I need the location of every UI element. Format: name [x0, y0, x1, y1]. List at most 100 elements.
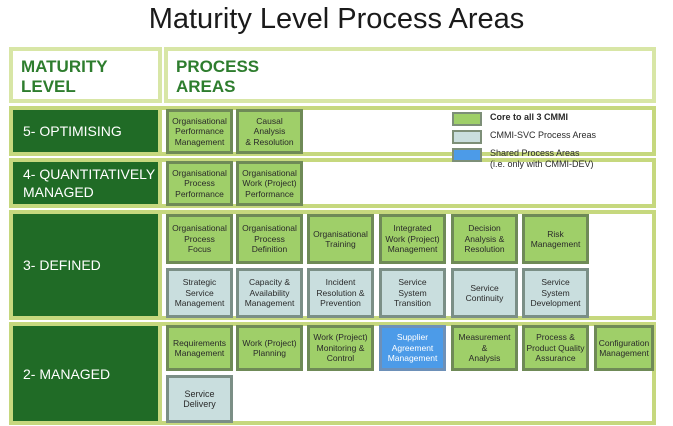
maturity-header-line1: MATURITY [21, 57, 108, 76]
area-label-line: Monitoring & [316, 342, 365, 353]
process-header-line1: PROCESS [176, 57, 260, 76]
level-managed-label: 2- MANAGED [23, 365, 111, 382]
area-label-line: Organisational [172, 223, 227, 234]
legend-shared-swatch [452, 148, 482, 162]
area-label-line: Management [530, 239, 581, 249]
level-defined: 3- DEFINED [9, 210, 162, 320]
area-label-line: Organisational [242, 167, 297, 178]
area-measurement-analysis: Measurement &Analysis [451, 325, 518, 371]
area-label-line: Organisational [172, 115, 227, 126]
area-label-line: Prevention [320, 298, 361, 309]
area-label-line: Incident [325, 277, 356, 288]
area-label-line: Service [541, 277, 570, 288]
area-label-line: Measurement & [458, 332, 511, 353]
area-label-line: Delivery [183, 399, 216, 409]
area-label-line: Work (Project) [242, 178, 297, 189]
area-label-line: Process [184, 178, 215, 189]
page-title: Maturity Level Process Areas [148, 3, 525, 35]
area-label-line: Supplier [396, 332, 429, 343]
area-label-line: Management [244, 298, 295, 309]
area-label-line: Transition [393, 298, 431, 309]
area-label-line: Decision [468, 223, 501, 234]
area-label-line: Management [599, 348, 649, 358]
area-label-line: Development [530, 298, 581, 309]
area-label-line: Service [185, 287, 214, 298]
area-label-line: Organisational [172, 167, 227, 178]
legend-svc-swatch [452, 130, 482, 144]
area-label-line: Management [387, 353, 438, 364]
area-label-line: Work (Project) [242, 337, 297, 348]
area-label-line: Work (Project) [313, 332, 368, 343]
level-quantitatively-managed: 4- QUANTITATIVELY MANAGED [9, 158, 162, 208]
legend-core: Core to all 3 CMMI [452, 112, 568, 126]
level-defined-label: 3- DEFINED [23, 257, 101, 273]
area-label-line: Capacity & [248, 277, 291, 288]
legend-shared-line1: Shared Process Areas [490, 148, 580, 158]
area-label-line: Focus [187, 244, 212, 255]
area-label-line: Availability [249, 287, 290, 298]
area-label-line: Agreement [391, 342, 434, 353]
process-areas-header: PROCESS AREAS [164, 47, 656, 103]
legend-shared-line2: (i.e. only with CMMI-DEV) [490, 159, 594, 169]
area-label-line: Process & [536, 332, 575, 343]
area-causal-analysis-resolution: Causal Analysis& Resolution [236, 109, 303, 154]
area-label-line: Analysis & [464, 233, 505, 244]
legend-svc-label: CMMI-SVC Process Areas [490, 130, 597, 140]
area-label-line: Causal Analysis [253, 115, 286, 137]
area-label-line: Management [174, 348, 225, 358]
area-label-line: Organisational [242, 223, 297, 234]
level-quant-line2: MANAGED [23, 184, 94, 200]
area-label-line: System [398, 287, 427, 298]
area-work-project-planning: Work (Project)Planning [236, 325, 303, 371]
area-label-line: Service [184, 388, 215, 399]
area-label-line: Resolution & [316, 287, 365, 298]
level-optimising-label: 5- OPTIMISING [23, 123, 122, 139]
area-label-line: Process [254, 233, 285, 244]
area-label-line: Service [470, 282, 499, 293]
area-label-line: Continuity [465, 293, 504, 303]
level-managed: 2- MANAGED [9, 322, 162, 425]
area-label-line: Organisational [313, 228, 368, 239]
area-label-line: Requirements [173, 337, 226, 348]
area-label-line: Definition [251, 244, 288, 255]
area-label-line: Planning [252, 348, 287, 358]
maturity-level-header: MATURITY LEVEL [9, 47, 162, 103]
area-label-line: Product Quality [526, 342, 585, 353]
area-label-line: Performance [175, 126, 224, 137]
maturity-header-line2: LEVEL [21, 77, 76, 96]
level-optimising: 5- OPTIMISING [9, 106, 162, 156]
area-label-line: Work (Project) [385, 233, 440, 244]
area-label-line: Management [174, 136, 225, 147]
area-label-line: Risk [547, 228, 564, 239]
area-label-line: Management [387, 244, 438, 255]
area-label-line: Training [325, 239, 356, 249]
area-label-line: Analysis [468, 353, 501, 364]
area-work-project-monitoring-control: Work (Project)Monitoring &Control [307, 325, 374, 371]
process-header-line2: AREAS [176, 77, 236, 96]
area-label-line: & Resolution [245, 136, 294, 147]
area-label-line: System [541, 287, 570, 298]
area-label-line: Configuration [598, 337, 650, 348]
area-label-line: Integrated [393, 223, 432, 234]
area-label-line: Service [398, 277, 427, 288]
area-label-line: Resolution [464, 244, 505, 255]
area-label-line: Management [174, 298, 225, 309]
area-label-line: Control [326, 353, 355, 364]
level-quant-line1: 4- QUANTITATIVELY [23, 166, 156, 182]
legend-shared-label: Shared Process Areas (i.e. only with CMM… [490, 148, 594, 170]
